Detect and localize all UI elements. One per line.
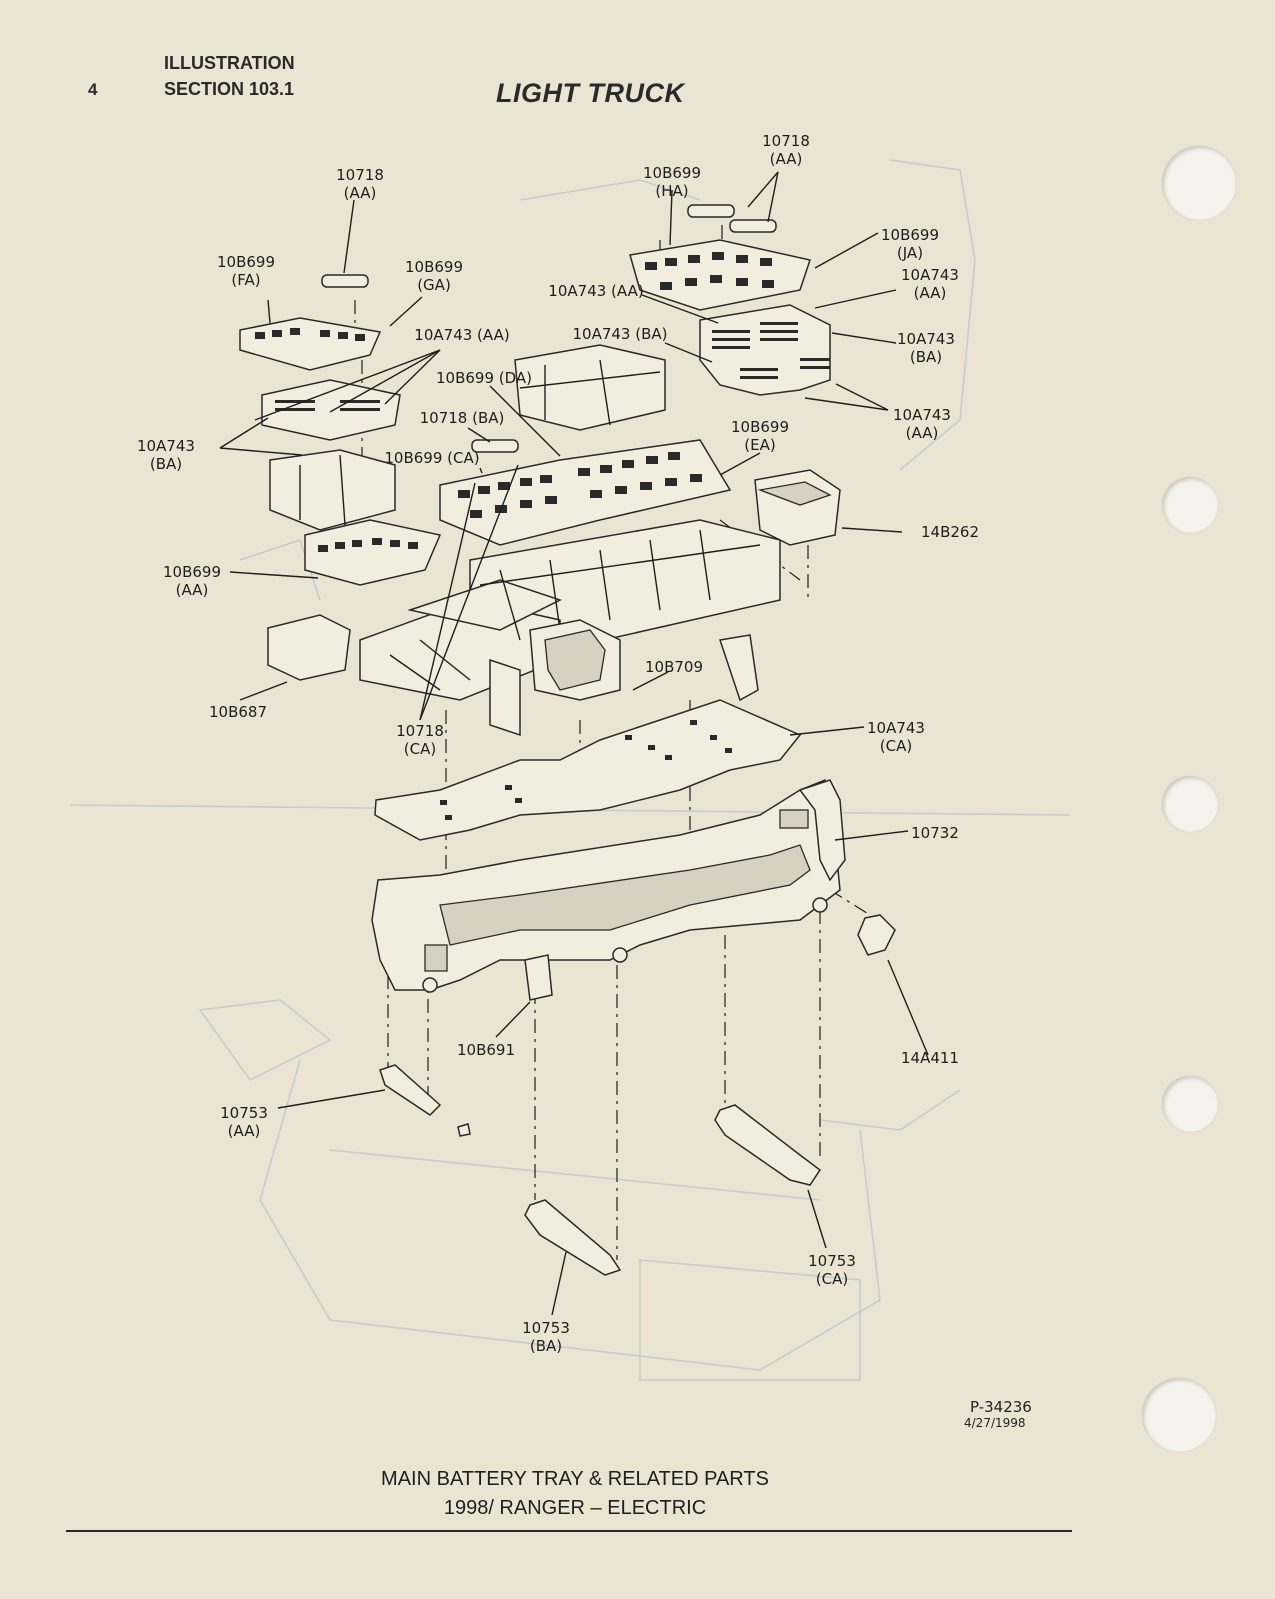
part-labels: 10718(AA) 10B699(HA) 10718(AA) 10B699(JA… bbox=[137, 132, 979, 1355]
label-10b699-ja: 10B699(JA) bbox=[881, 226, 939, 262]
section-heading-line2: SECTION 103.1 bbox=[164, 79, 295, 99]
page-number: 4 bbox=[88, 80, 98, 99]
label-10a743-aa-right-2: 10A743(AA) bbox=[893, 406, 951, 442]
binder-hole-3 bbox=[1162, 776, 1218, 832]
label-10b687: 10B687 bbox=[209, 703, 267, 721]
label-10753-aa: 10753(AA) bbox=[220, 1104, 268, 1140]
section-heading-line1: ILLUSTRATION bbox=[164, 53, 295, 73]
label-14a411: 14A411 bbox=[901, 1049, 959, 1067]
label-10718-aa-left: 10718(AA) bbox=[336, 166, 384, 202]
label-10b699-ea: 10B699(EA) bbox=[731, 418, 789, 454]
label-10b709: 10B709 bbox=[645, 658, 703, 676]
binder-hole-2 bbox=[1162, 477, 1218, 533]
label-10a743-ba-right: 10A743(BA) bbox=[897, 330, 955, 366]
tray-liner bbox=[374, 699, 802, 841]
illustration-date: 4/27/1998 bbox=[964, 1416, 1026, 1430]
brackets-and-small-parts bbox=[379, 914, 896, 1276]
leader-lines bbox=[219, 171, 929, 1316]
label-10a743-aa-left: 10A743 (AA) bbox=[414, 326, 509, 344]
label-14b262: 14B262 bbox=[921, 523, 979, 541]
label-10718-ba: 10718 (BA) bbox=[420, 409, 505, 427]
binder-hole-5 bbox=[1142, 1378, 1216, 1452]
controller-module bbox=[489, 619, 759, 737]
caption-title: MAIN BATTERY TRAY & RELATED PARTS bbox=[381, 1468, 769, 1490]
binder-hole-1 bbox=[1162, 146, 1236, 220]
left-module-stack bbox=[239, 274, 442, 681]
label-10a743-ba-left: 10A743(BA) bbox=[137, 437, 195, 473]
binder-hole-4 bbox=[1162, 1076, 1218, 1132]
label-10a743-ba-mid: 10A743 (BA) bbox=[572, 325, 667, 343]
label-10b699-ga: 10B699(GA) bbox=[405, 258, 463, 294]
label-10753-ca: 10753(CA) bbox=[808, 1252, 856, 1288]
illustration-reference-number: P-34236 bbox=[970, 1398, 1032, 1416]
label-10732: 10732 bbox=[911, 824, 959, 842]
label-10b699-da: 10B699 (DA) bbox=[436, 369, 532, 387]
bleed-through-artwork bbox=[69, 159, 1071, 1381]
label-10753-ba: 10753(BA) bbox=[522, 1319, 570, 1355]
label-10a743-ca: 10A743(CA) bbox=[867, 719, 925, 755]
page-title: LIGHT TRUCK bbox=[496, 78, 685, 108]
label-10b699-fa: 10B699(FA) bbox=[217, 253, 275, 289]
label-10a743-aa-mid: 10A743 (AA) bbox=[548, 282, 643, 300]
footer-rule bbox=[66, 1530, 1072, 1532]
label-10b699-ha: 10B699(HA) bbox=[643, 164, 701, 200]
caption-subtitle: 1998/ RANGER – ELECTRIC bbox=[443, 1497, 707, 1519]
label-10718-ca: 10718(CA) bbox=[396, 722, 444, 758]
battery-tray bbox=[371, 778, 846, 993]
label-10b699-aa: 10B699(AA) bbox=[163, 563, 221, 599]
label-10a743-aa-right-1: 10A743(AA) bbox=[901, 266, 959, 302]
label-10b699-ca: 10B699 (CA) bbox=[384, 449, 479, 467]
label-10718-aa-top: 10718(AA) bbox=[762, 132, 810, 168]
battery-modules bbox=[359, 519, 781, 701]
label-10b691: 10B691 bbox=[457, 1041, 515, 1059]
right-module-stack bbox=[629, 204, 841, 546]
